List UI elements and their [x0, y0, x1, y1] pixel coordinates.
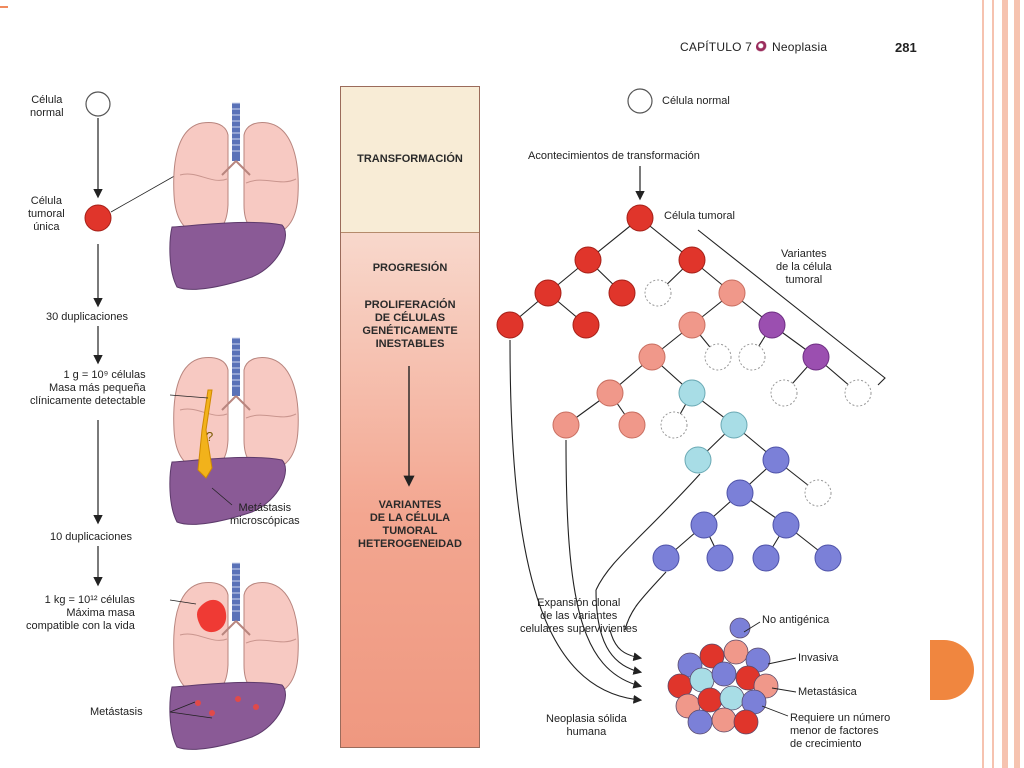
frame-line-4	[1014, 0, 1020, 768]
tumor-cell-label: Célula tumoral	[664, 210, 735, 222]
progression-section	[341, 233, 479, 747]
frame-line-3	[1002, 0, 1008, 768]
left-normal-cell	[85, 91, 111, 117]
spiral-icon	[756, 41, 769, 53]
chapter-topic: Neoplasia	[772, 40, 828, 54]
lungs-liver-illustration-2	[168, 337, 300, 526]
left-single-tumor-cell-label: Célula tumoral única	[28, 195, 65, 233]
left-single-tumor-cell	[84, 204, 112, 232]
frame-line-1	[982, 0, 984, 768]
one-kg-label: 1 kg = 10¹² células Máxima masa compatib…	[26, 594, 135, 632]
fewer-growth-factors-label: Requiere un número menor de factores de …	[790, 712, 891, 750]
one-gram-label: 1 g = 10⁹ células Masa más pequeña clíni…	[30, 369, 146, 407]
doublings-30-label: 30 duplicaciones	[46, 311, 128, 323]
invasive-label: Invasiva	[798, 652, 839, 664]
transformation-label: TRANSFORMACIÓN	[357, 153, 463, 165]
chapter-label: CAPÍTULO 7	[680, 40, 753, 54]
transformation-events-label: Acontecimientos de transformación	[528, 150, 700, 162]
chapter-header: CAPÍTULO 7 Neoplasia	[680, 40, 827, 54]
metastatic-label: Metastásica	[798, 686, 857, 698]
question-mark: ?	[206, 429, 214, 444]
corner-decoration	[0, 6, 8, 8]
transformation-section	[341, 87, 479, 233]
left-normal-cell-label: Célula normal	[30, 94, 64, 119]
doublings-10-label: 10 duplicaciones	[50, 531, 132, 543]
progression-label: PROGRESIÓN	[372, 262, 448, 274]
tumor-variants-label: Variantes de la célula tumoral	[776, 248, 832, 286]
process-column: TRANSFORMACIÓN PROGRESIÓN PROLIFERACIÓN …	[340, 86, 480, 748]
proliferation-label: PROLIFERACIÓN DE CÉLULAS GENÉTICAMENTE I…	[362, 299, 458, 350]
lungs-liver-illustration-1	[168, 102, 300, 291]
solid-tumor-cluster	[667, 617, 779, 735]
frame-line-2	[992, 0, 994, 768]
non-antigenic-label: No antigénica	[762, 614, 830, 626]
page-number: 281	[895, 40, 917, 55]
clonal-expansion-label: Expansión clonal de las variantes celula…	[520, 597, 638, 635]
variants-heterogeneity-label: VARIANTES DE LA CÉLULA TUMORAL HETEROGEN…	[358, 499, 462, 550]
right-normal-cell	[627, 88, 653, 114]
human-solid-neoplasm-label: Neoplasia sólida humana	[546, 713, 627, 738]
metastasis-label: Metástasis	[90, 706, 143, 718]
right-normal-cell-label: Célula normal	[662, 95, 730, 107]
lungs-liver-illustration-3	[168, 562, 300, 751]
micrometastasis-label: Metástasis microscópicas	[230, 502, 300, 527]
